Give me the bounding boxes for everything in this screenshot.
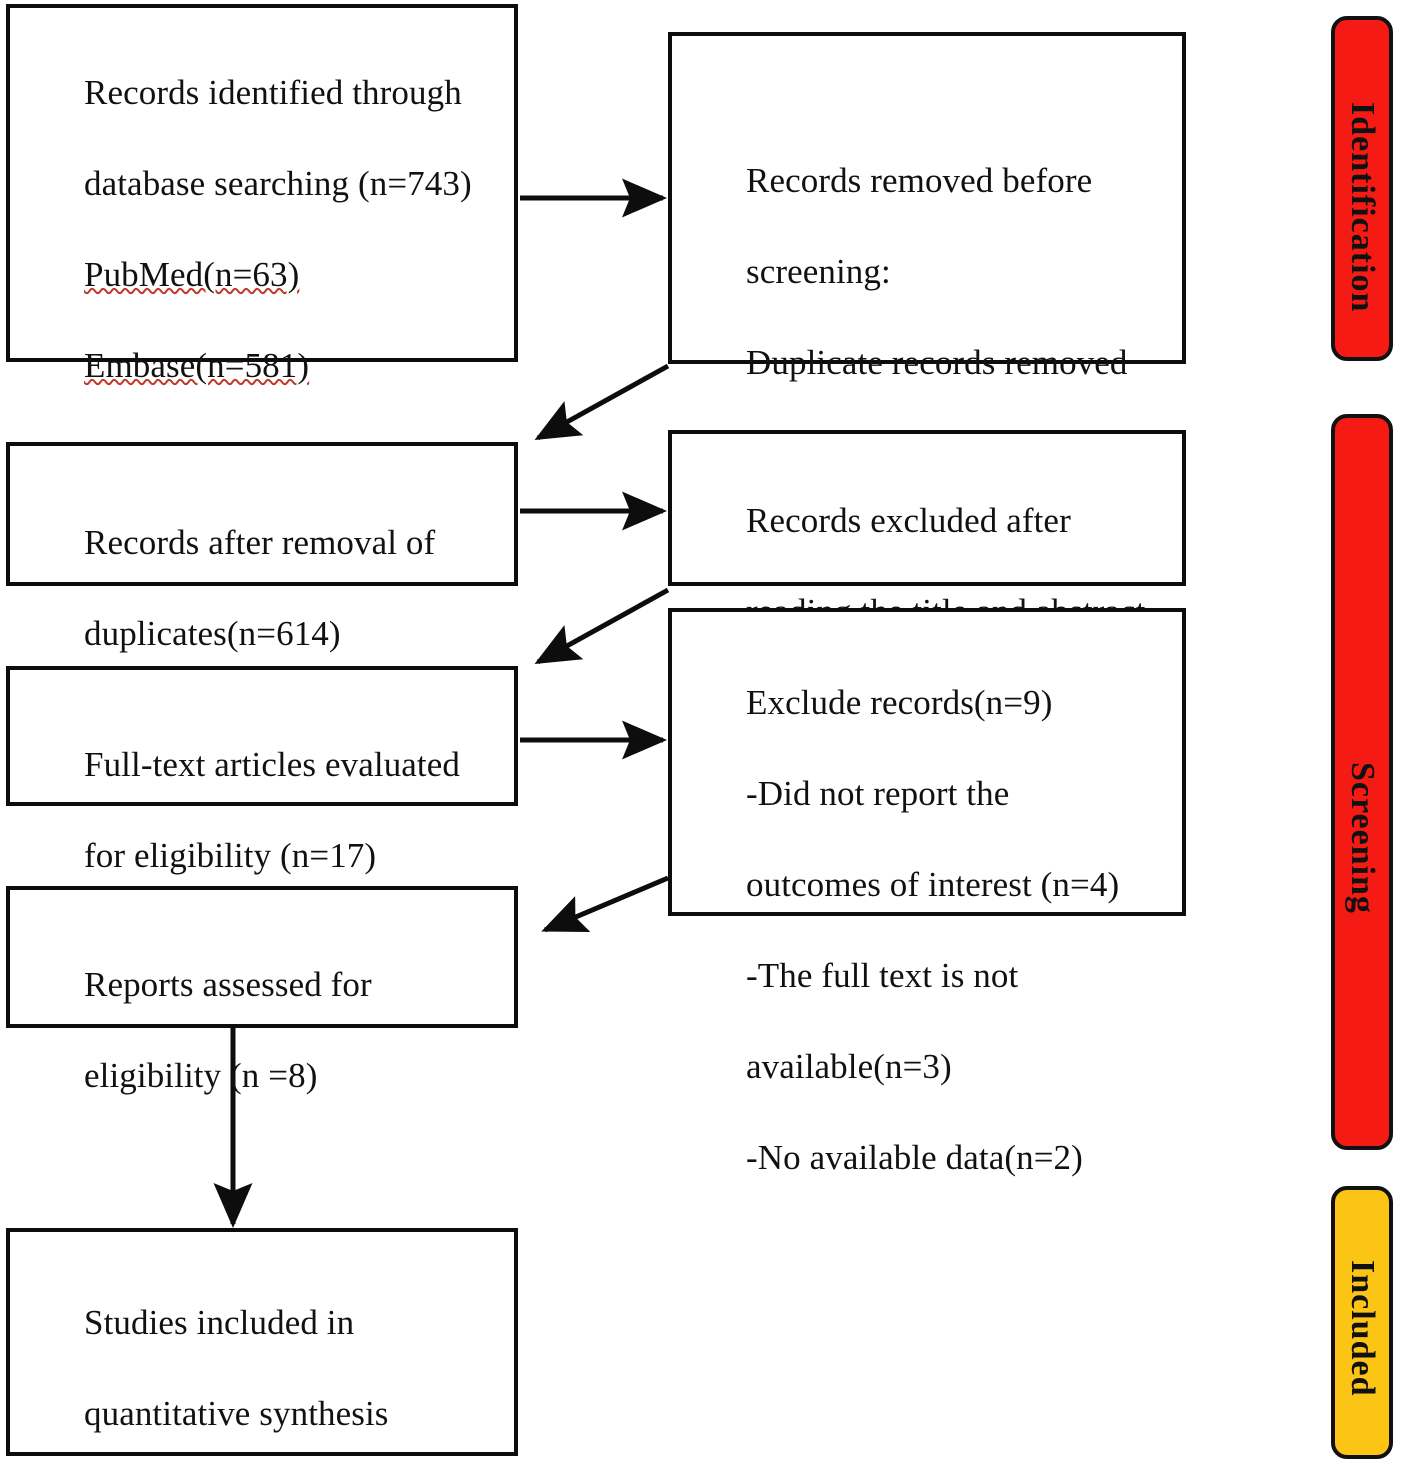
box-line: Full-text articles evaluated <box>84 744 460 784</box>
records-after-removal-of-duplicates-box: Records after removal of duplicates(n=61… <box>6 442 518 653</box>
box-line: Embase(n=581) <box>84 345 310 385</box>
box-line: Studies included in <box>84 1302 355 1342</box>
box-line: Exclude records(n=9) <box>746 682 1053 722</box>
reports-assessed-for-eligibility-box: Reports assessed for eligibility (n =8) <box>6 886 518 1095</box>
box-line: -The full text is not <box>746 955 1019 995</box>
box-line: PubMed(n=63) <box>84 254 300 294</box>
phase-label-screening: Screening <box>1344 762 1381 914</box>
arrow-excluded-to-fulltext <box>534 587 670 665</box>
excluded-records-with-reasons-box: Exclude records(n=9) -Did not report the… <box>668 608 1186 1177</box>
box-line: Duplicate records removed <box>746 342 1128 382</box>
box-line: Records removed before <box>746 160 1093 200</box>
box-line: -No available data(n=2) <box>746 1137 1083 1177</box>
arrow-exclude-reasons-to-reports <box>541 875 669 933</box>
records-identified-box: Records identified through database sear… <box>6 4 518 567</box>
box-line: Reports assessed for <box>84 964 372 1004</box>
phase-bar-included: Included <box>1331 1186 1393 1459</box>
box-line: quantitative synthesis <box>84 1393 389 1433</box>
box-line: outcomes of interest (n=4) <box>746 864 1120 904</box>
box-line: available(n=3) <box>746 1046 952 1086</box>
phase-bar-identification: Identification <box>1331 16 1393 361</box>
box-line: duplicates(n=614) <box>84 613 341 653</box>
box-line: for eligibility (n=17) <box>84 835 377 875</box>
studies-included-in-synthesis-box: Studies included in quantitative synthes… <box>6 1228 518 1456</box>
box-line: Records excluded after <box>746 500 1071 540</box>
arrow-removed-to-after-duplicates <box>534 363 670 441</box>
phase-label-included: Included <box>1344 1260 1381 1397</box>
box-line: screening: <box>746 251 891 291</box>
box-line: database searching (n=743) <box>84 163 472 203</box>
full-text-articles-evaluated-box: Full-text articles evaluated for eligibi… <box>6 666 518 875</box>
records-removed-before-screening-box: Records removed before screening: Duplic… <box>668 32 1186 473</box>
box-line: -Did not report the <box>746 773 1010 813</box>
phase-label-identification: Identification <box>1344 102 1381 313</box>
box-line: Records identified through <box>84 72 462 112</box>
box-line: Records after removal of <box>84 522 436 562</box>
box-line: eligibility (n =8) <box>84 1055 318 1095</box>
phase-bar-screening: Screening <box>1331 414 1393 1150</box>
records-excluded-title-abstract-box: Records excluded after reading the title… <box>668 430 1186 722</box>
